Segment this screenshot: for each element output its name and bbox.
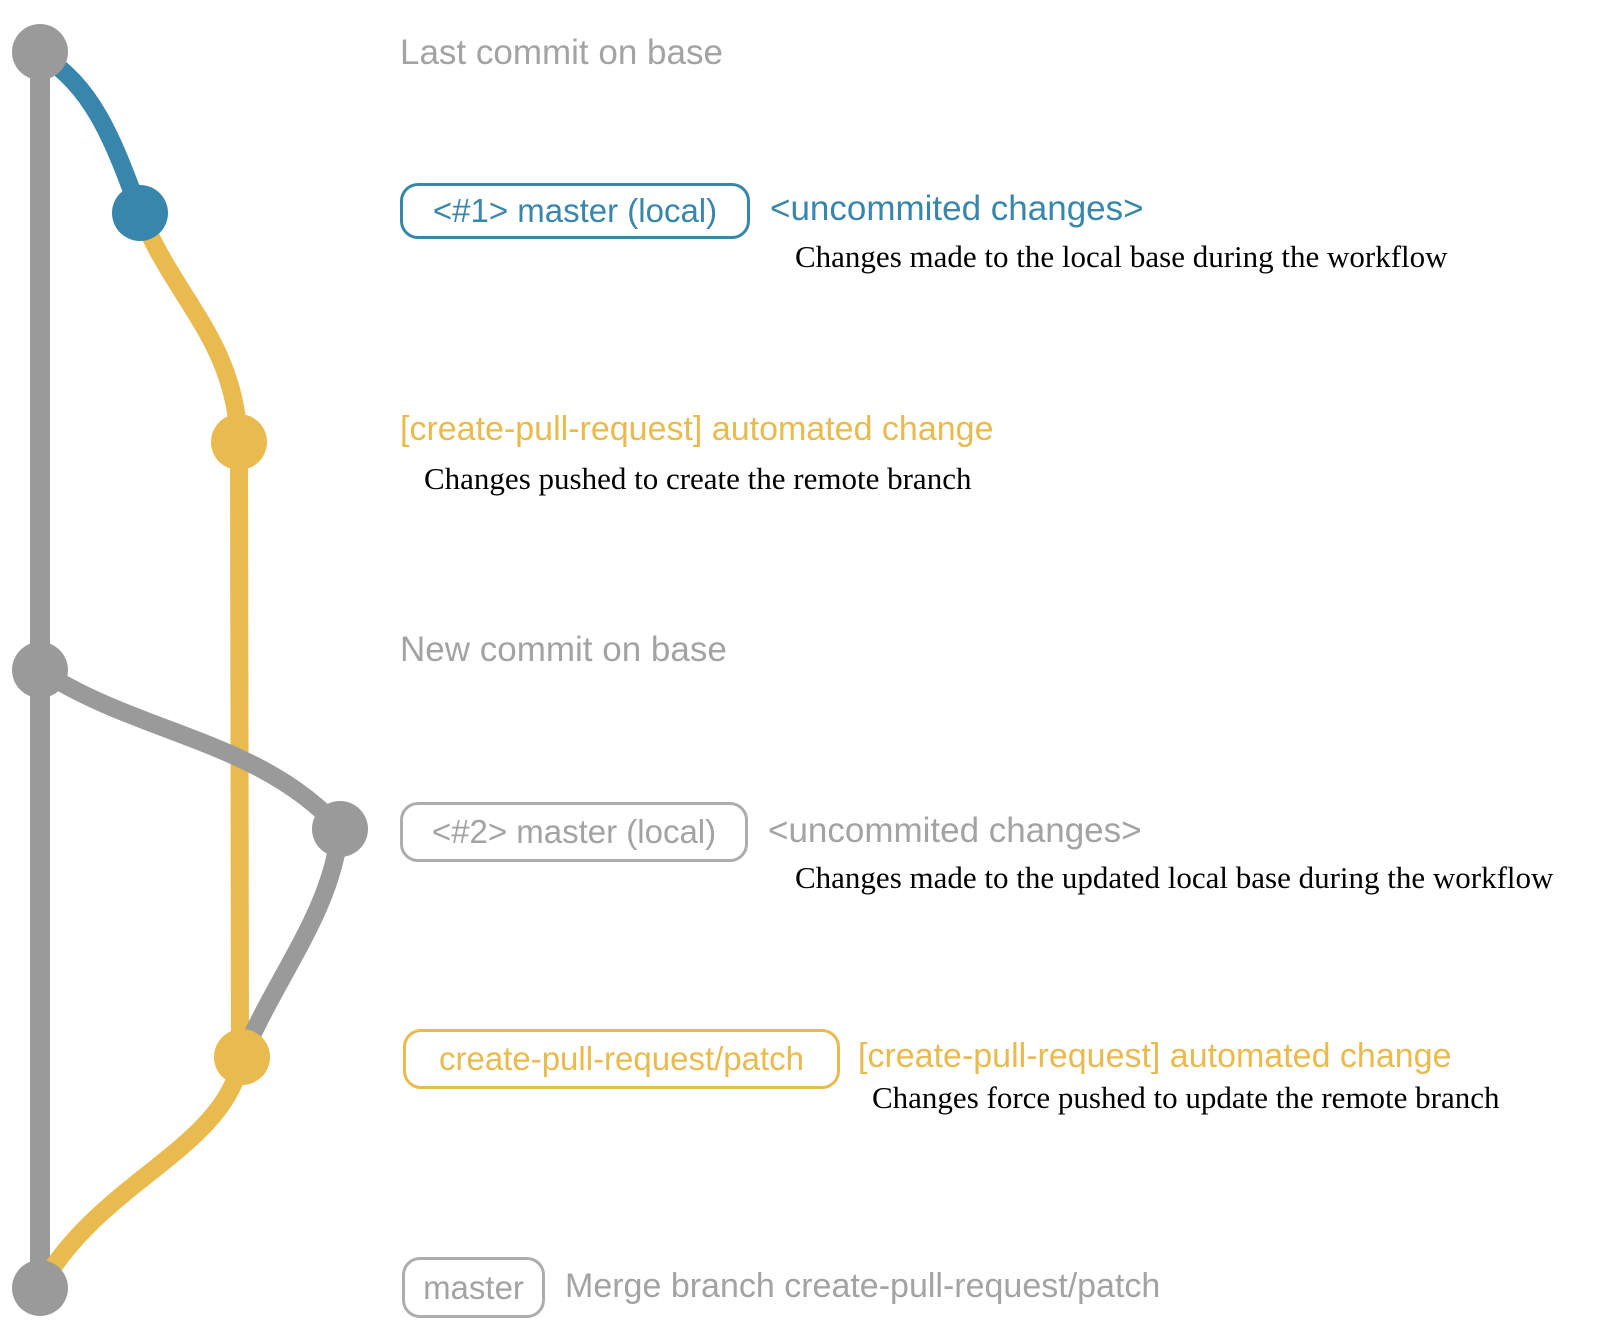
branch-tag-master: master [402, 1257, 545, 1318]
local-changes-curve-2 [31, 661, 349, 838]
uncommited-changes-message-2: <uncommited changes> [768, 811, 1142, 850]
branch-tag-create-pull-request-patch: create-pull-request/patch [403, 1029, 840, 1089]
remote-branch-merge-curve [31, 1048, 251, 1297]
local-changes-description-2: Changes made to the updated local base d… [795, 860, 1554, 895]
automated-change-message-2: [create-pull-request] automated change [858, 1037, 1452, 1075]
branch-tag-master-local-2-label: <#2> master (local) [431, 813, 717, 850]
branch-tag-master-label: master [423, 1268, 524, 1306]
commit-dot-new-base [12, 642, 68, 698]
commit-dot-local-1 [112, 185, 168, 241]
new-commit-label: New commit on base [400, 630, 727, 669]
last-commit-label: Last commit on base [400, 33, 723, 72]
commit-dot-last-base [12, 24, 68, 80]
force-push-description: Changes force pushed to update the remot… [872, 1080, 1500, 1115]
local-changes-description-1: Changes made to the local base during th… [795, 239, 1448, 274]
commit-dot-remote-1 [211, 414, 267, 470]
commit-dot-merge [12, 1260, 68, 1316]
merge-commit-message: Merge branch create-pull-request/patch [565, 1267, 1161, 1305]
branch-tag-master-local-1: <#1> master (local) [400, 183, 750, 239]
commit-dot-remote-2 [214, 1029, 270, 1085]
force-push-curve [233, 820, 349, 1066]
branch-tag-master-local-2: <#2> master (local) [400, 802, 748, 862]
local-changes-curve-1 [31, 45, 149, 222]
automated-change-message-1: [create-pull-request] automated change [400, 410, 994, 448]
uncommited-changes-message-1: <uncommited changes> [770, 189, 1144, 228]
remote-branch-line [131, 204, 249, 1066]
branch-tag-create-pull-request-patch-label: create-pull-request/patch [438, 1040, 805, 1077]
push-description-1: Changes pushed to create the remote bran… [424, 461, 972, 496]
commit-dot-local-2 [312, 801, 368, 857]
branch-tag-master-local-1-label: <#1> master (local) [432, 192, 718, 229]
